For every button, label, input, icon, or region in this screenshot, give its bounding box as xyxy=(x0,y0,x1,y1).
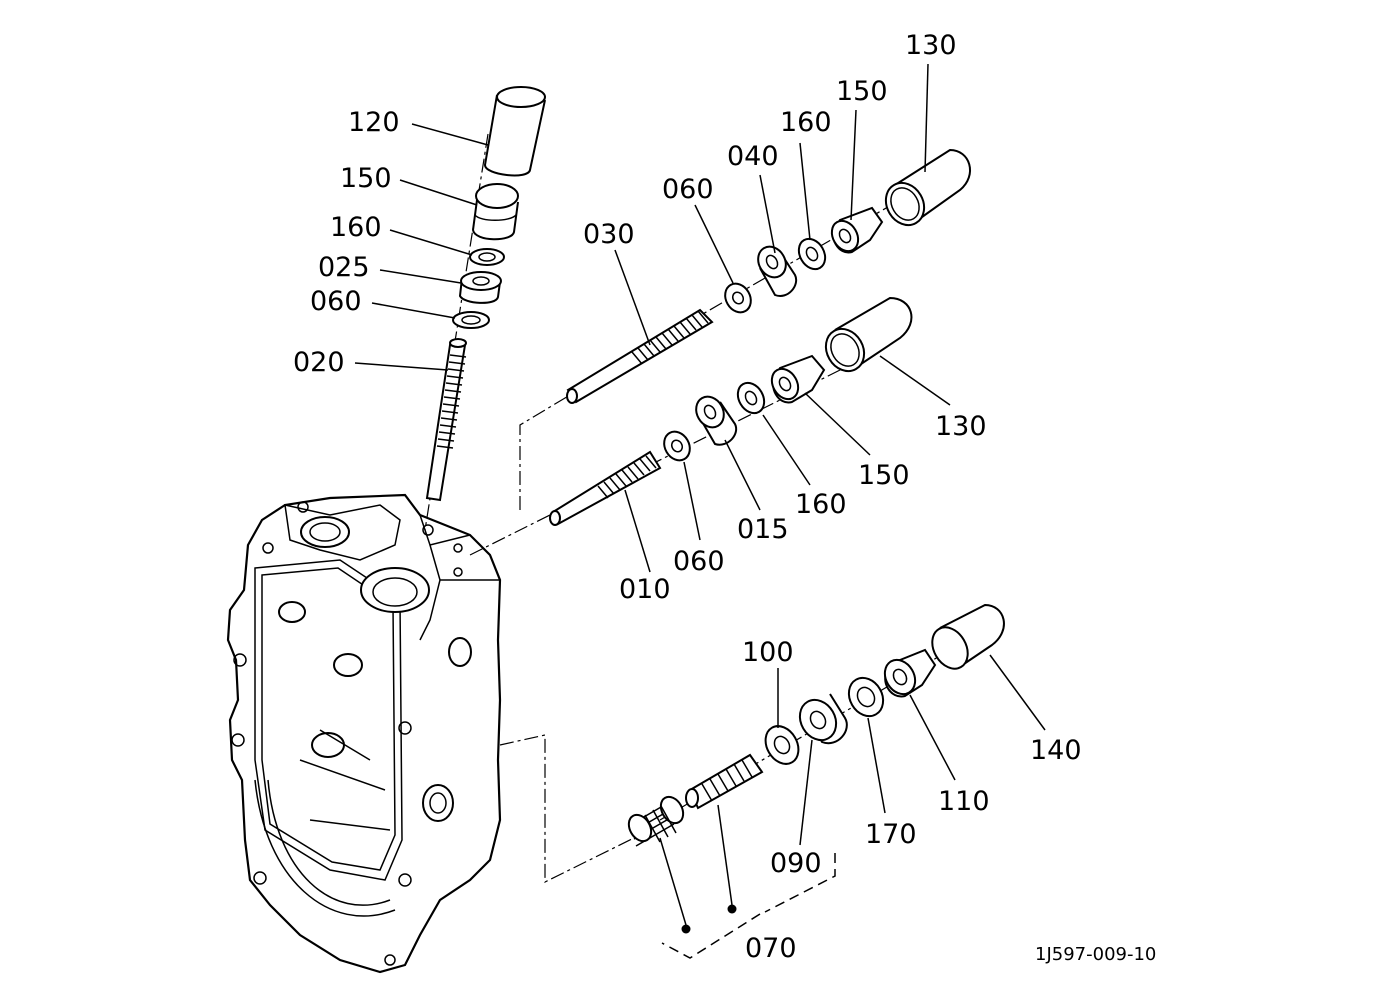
part-160-washer-row1 xyxy=(797,237,827,271)
part-110-plug xyxy=(883,648,937,698)
label-015: 015 xyxy=(737,514,789,545)
part-130-sleeve-row1 xyxy=(884,148,971,227)
part-060-washer-row1 xyxy=(724,282,752,314)
label-140: 140 xyxy=(1030,735,1082,766)
drawing-code: 1J597-009-10 xyxy=(1035,944,1156,965)
label-060-low: 060 xyxy=(673,546,725,577)
label-150-top: 150 xyxy=(340,163,392,194)
label-160-top: 160 xyxy=(330,212,382,243)
part-060-washer-top xyxy=(452,311,490,329)
valve-housing xyxy=(226,493,502,974)
label-130-mid: 130 xyxy=(935,411,987,442)
label-070: 070 xyxy=(745,933,797,964)
part-020-rod xyxy=(425,338,467,502)
label-060-mid: 060 xyxy=(662,174,714,205)
label-025: 025 xyxy=(318,252,370,283)
label-130-top: 130 xyxy=(905,30,957,61)
part-160-washer-row2 xyxy=(736,381,766,415)
part-060-washer-row2 xyxy=(663,430,691,462)
part-140-sleeve xyxy=(931,603,1005,670)
label-150-mid: 150 xyxy=(836,76,888,107)
part-010-rod xyxy=(549,450,662,526)
label-100: 100 xyxy=(742,637,794,668)
label-110: 110 xyxy=(938,786,990,817)
part-labels: 120 150 160 025 060 020 030 060 040 160 … xyxy=(293,30,1082,964)
label-160-low: 160 xyxy=(795,489,847,520)
part-170-washer xyxy=(847,676,885,718)
part-090-nut xyxy=(798,693,848,745)
label-120: 120 xyxy=(348,107,400,138)
label-040: 040 xyxy=(727,141,779,172)
part-070-dots xyxy=(681,904,737,934)
label-020: 020 xyxy=(293,347,345,378)
part-025-nut xyxy=(458,271,502,304)
assembly-centerlines xyxy=(424,133,951,883)
label-060-top: 060 xyxy=(310,286,362,317)
part-030-rod xyxy=(566,308,714,404)
part-150-plug-row1 xyxy=(830,206,884,254)
label-090: 090 xyxy=(770,848,822,879)
part-130-sleeve-row2 xyxy=(824,296,913,373)
leader-lines xyxy=(354,63,1046,959)
part-015-nut xyxy=(695,395,738,446)
part-150-plug-top xyxy=(471,183,519,241)
part-070-rod xyxy=(685,753,764,810)
label-170: 170 xyxy=(865,819,917,850)
part-070-spring xyxy=(627,795,685,847)
label-150-low: 150 xyxy=(858,460,910,491)
label-160-mid: 160 xyxy=(780,107,832,138)
part-040-nut xyxy=(757,245,798,297)
label-030: 030 xyxy=(583,219,635,250)
part-150-plug-row2 xyxy=(770,354,826,404)
part-120-cap xyxy=(483,86,546,177)
part-100-washer xyxy=(764,725,800,765)
part-160-washer-top xyxy=(469,248,505,266)
label-010: 010 xyxy=(619,574,671,605)
